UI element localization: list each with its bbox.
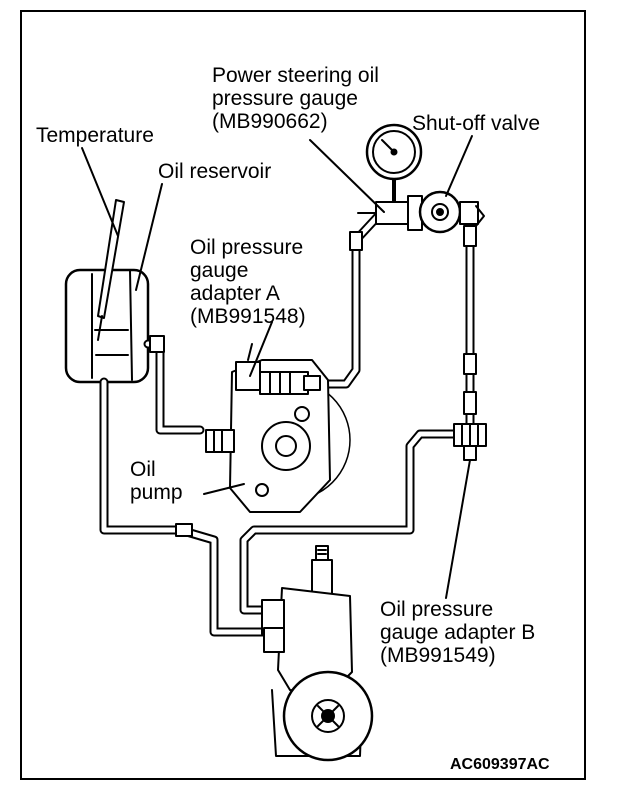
label-line: Oil pressure — [190, 236, 304, 259]
temperature-leader — [81, 147, 119, 237]
adapter-a — [259, 371, 321, 395]
label-line: Oil pressure — [380, 598, 494, 621]
label-line: pump — [130, 481, 183, 504]
figure-code: AC609397AC — [450, 756, 550, 773]
hose-reservoir-pump — [143, 339, 205, 435]
oil-reservoir-label: Oil reservoir — [158, 160, 272, 183]
temperature-label: Temperature — [36, 124, 154, 147]
label-line: (MB991549) — [380, 644, 496, 667]
label-line: gauge adapter B — [380, 621, 536, 644]
label-line: adapter A — [190, 282, 280, 305]
label-line: (MB991548) — [190, 305, 306, 328]
oil-pump-leader — [203, 483, 245, 495]
hose-reservoir-return — [99, 377, 269, 637]
oil-pump — [205, 343, 351, 513]
adapter-b-leader — [445, 459, 471, 599]
oil-reservoir — [64, 268, 150, 384]
label-line: Power steering oil — [212, 64, 379, 87]
label-line: Oil — [130, 458, 156, 481]
shut-off-valve — [418, 190, 485, 234]
label-line: (MB990662) — [212, 110, 328, 133]
oil-reservoir-leader — [135, 183, 163, 291]
power-steering-gauge-label: Power steering oil pressure gauge (MB990… — [212, 64, 379, 133]
oil-pump-label: Oil pump — [130, 458, 183, 504]
label-line: gauge — [190, 259, 249, 282]
adapter-b — [453, 423, 487, 461]
adapter-b-label: Oil pressure gauge adapter B (MB991549) — [380, 598, 535, 667]
hose-fittings — [149, 225, 477, 537]
gauge-leader — [309, 139, 385, 213]
hose-adapter-a-gauge — [311, 209, 385, 389]
diagram-frame — [20, 10, 586, 780]
pressure-gauge — [357, 123, 423, 231]
steering-gearbox — [261, 545, 374, 762]
adapter-a-label: Oil pressure gauge adapter A (MB991548) — [190, 236, 306, 328]
shut-off-valve-label: Shut-off valve — [412, 112, 541, 135]
adapter-a-leader — [249, 321, 273, 377]
hose-adapter-b-gearbox — [239, 429, 459, 615]
label-line: pressure gauge — [212, 87, 358, 110]
thermometer — [97, 199, 125, 341]
shut-off-valve-leader — [445, 135, 473, 197]
